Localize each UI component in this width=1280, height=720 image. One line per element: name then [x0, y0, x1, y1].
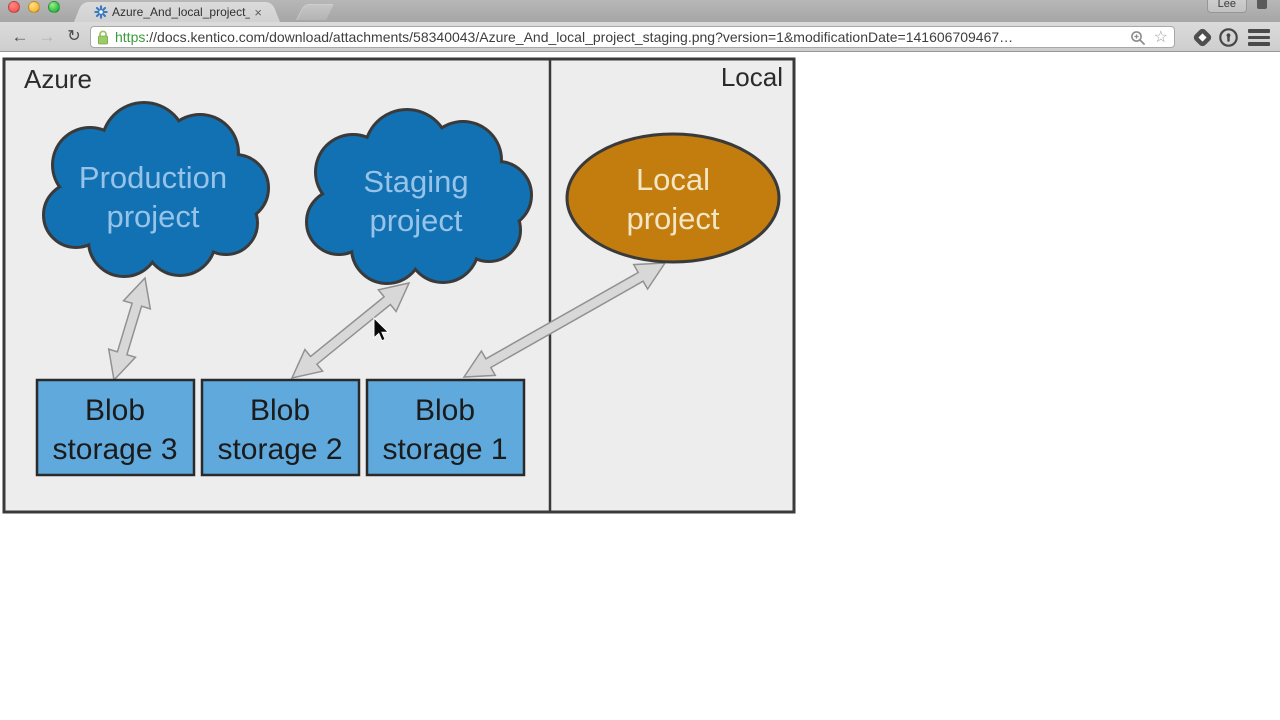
blob-storage-2-node: Blob storage 2 [200, 378, 361, 477]
staging-cloud-label-line1: Staging [363, 164, 468, 199]
blob-storage-2-box [200, 378, 361, 477]
local-section-label: Local [721, 62, 783, 92]
production-cloud-label-line1: Production [79, 160, 227, 195]
page-content: Azure Local Production project Staging p… [0, 53, 1280, 720]
production-cloud-label-line2: project [106, 199, 199, 234]
menu-hamburger-icon[interactable] [1248, 29, 1270, 46]
browser-tab[interactable]: Azure_And_local_project_s × [88, 2, 266, 22]
arrow-staging-to-blob2 [290, 281, 411, 380]
https-lock-icon [97, 29, 108, 44]
local-project-ellipse [565, 132, 781, 264]
browser-toolbar: ← → ↻ https://docs.kentico.com/download/… [0, 22, 1280, 52]
blob-storage-1-node: Blob storage 1 [365, 378, 526, 477]
blob-storage-3-label-line1: Blob [85, 394, 145, 427]
local-project-label-line2: project [626, 201, 719, 236]
blob-storage-2-label-line2: storage 2 [217, 433, 342, 466]
mouse-cursor [373, 316, 390, 342]
blob-storage-3-label-line2: storage 3 [52, 433, 177, 466]
blob-storage-2-label-line1: Blob [250, 394, 310, 427]
arrow-local-to-blob1 [462, 262, 667, 378]
azure-local-staging-diagram: Azure Local Production project Staging p… [2, 57, 796, 514]
local-project-node: Local project [565, 132, 781, 264]
extension-keyhole-icon[interactable] [1218, 27, 1239, 48]
zoom-magnifier-icon[interactable] [1130, 30, 1146, 46]
blob-storage-3-node: Blob storage 3 [35, 378, 196, 477]
production-cloud-node: Production project [45, 104, 267, 275]
address-bar[interactable]: https://docs.kentico.com/download/attach… [90, 26, 1175, 48]
blob-storage-1-box [365, 378, 526, 477]
tab-favicon-asterisk-icon [94, 5, 108, 19]
window-close-button[interactable] [8, 1, 20, 13]
profile-button[interactable]: Lee [1206, 0, 1247, 13]
staging-cloud-node: Staging project [308, 111, 530, 282]
url-text: https://docs.kentico.com/download/attach… [115, 29, 1174, 45]
url-path: ://docs.kentico.com/download/attachments… [145, 29, 1014, 45]
local-project-label-line1: Local [636, 162, 710, 197]
reload-button[interactable]: ↻ [67, 28, 81, 45]
new-tab-button[interactable] [296, 4, 334, 20]
browser-title-bar: Azure_And_local_project_s × Lee [0, 0, 1280, 22]
extension-diamond-icon[interactable] [1191, 26, 1214, 49]
forward-button[interactable]: → [38, 27, 56, 46]
blob-storage-1-label-line1: Blob [415, 394, 475, 427]
bookmark-star-icon[interactable]: ☆ [1153, 29, 1168, 46]
tab-title: Azure_And_local_project_s [112, 5, 251, 19]
window-minimize-button[interactable] [28, 1, 40, 13]
window-corner-icon [1257, 0, 1267, 9]
url-scheme: https [115, 29, 146, 45]
window-zoom-button[interactable] [48, 1, 60, 13]
tab-close-icon[interactable]: × [254, 4, 262, 20]
azure-section-label: Azure [24, 64, 92, 94]
blob-storage-3-box [35, 378, 196, 477]
staging-cloud-label-line2: project [369, 203, 462, 238]
back-button[interactable]: ← [11, 27, 29, 46]
blob-storage-1-label-line2: storage 1 [382, 433, 507, 466]
